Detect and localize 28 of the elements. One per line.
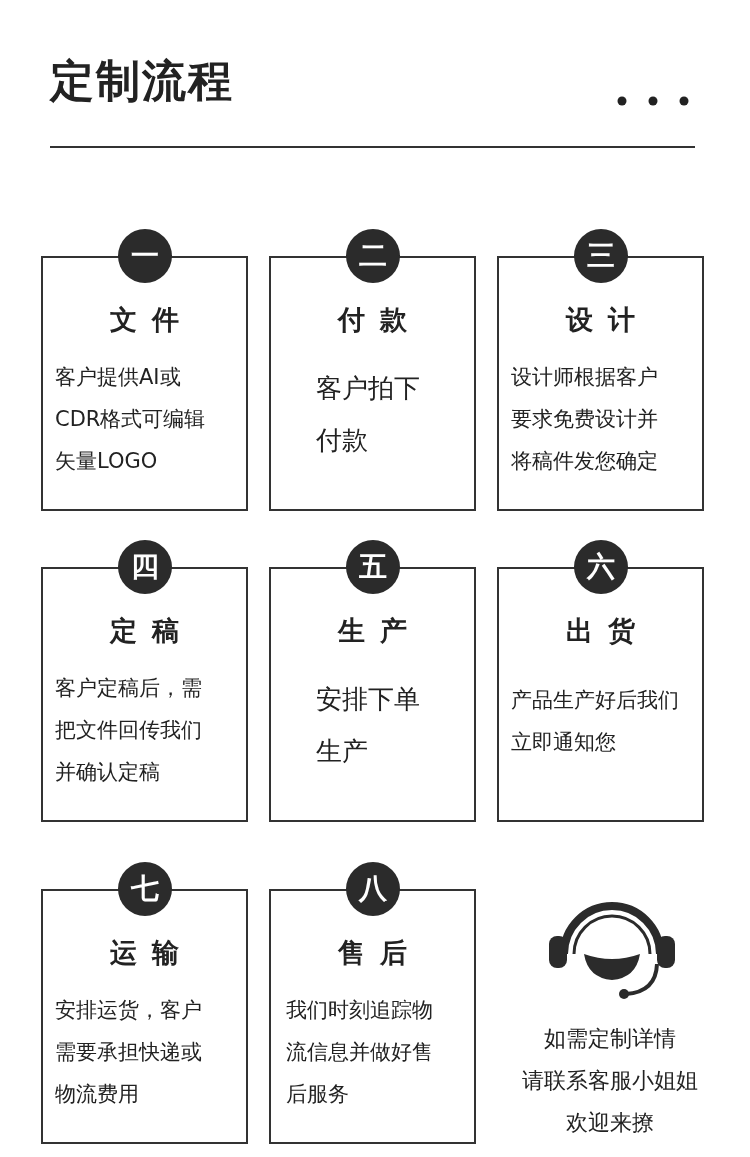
step-description: 客户定稿后，需把文件回传我们并确认定稿	[55, 675, 203, 786]
step-description: 客户提供AI或CDR格式可编辑矢量LOGO	[55, 364, 207, 475]
step-heading: 文件	[109, 303, 195, 337]
step-description: 安排下单生产	[316, 683, 421, 768]
step-heading: 设计	[564, 303, 651, 337]
step-number-badge: 二	[346, 229, 400, 283]
step-number-badge: 七	[118, 862, 172, 916]
contact-note-line: 请联系客服小姐姐	[521, 1067, 699, 1095]
step-number-badge: 六	[574, 540, 628, 594]
page-title: 定制流程	[50, 54, 234, 108]
step-number-badge: 五	[346, 540, 400, 594]
step-heading: 售后	[337, 936, 423, 970]
step-number-badge: 三	[574, 229, 628, 283]
step-description: 产品生产好后我们立即通知您	[511, 687, 680, 756]
step-heading: 运输	[109, 936, 195, 970]
step-description: 安排运货，客户需要承担快递或物流费用	[55, 997, 203, 1108]
step-description: 设计师根据客户要求免费设计并将稿件发您确定	[511, 364, 659, 475]
step-number-badge: 一	[118, 229, 172, 283]
step-description: 我们时刻追踪物流信息并做好售后服务	[286, 997, 434, 1108]
step-number-badge: 四	[118, 540, 172, 594]
step-heading: 定稿	[108, 614, 195, 648]
step-number-badge: 八	[346, 862, 400, 916]
step-description: 客户拍下付款	[316, 372, 421, 457]
step-heading: 出货	[565, 614, 651, 648]
step-heading: 生产	[336, 614, 423, 648]
contact-note-line: 欢迎来撩	[565, 1109, 655, 1137]
step-heading: 付款	[336, 303, 423, 337]
contact-note-line: 如需定制详情	[543, 1025, 677, 1053]
